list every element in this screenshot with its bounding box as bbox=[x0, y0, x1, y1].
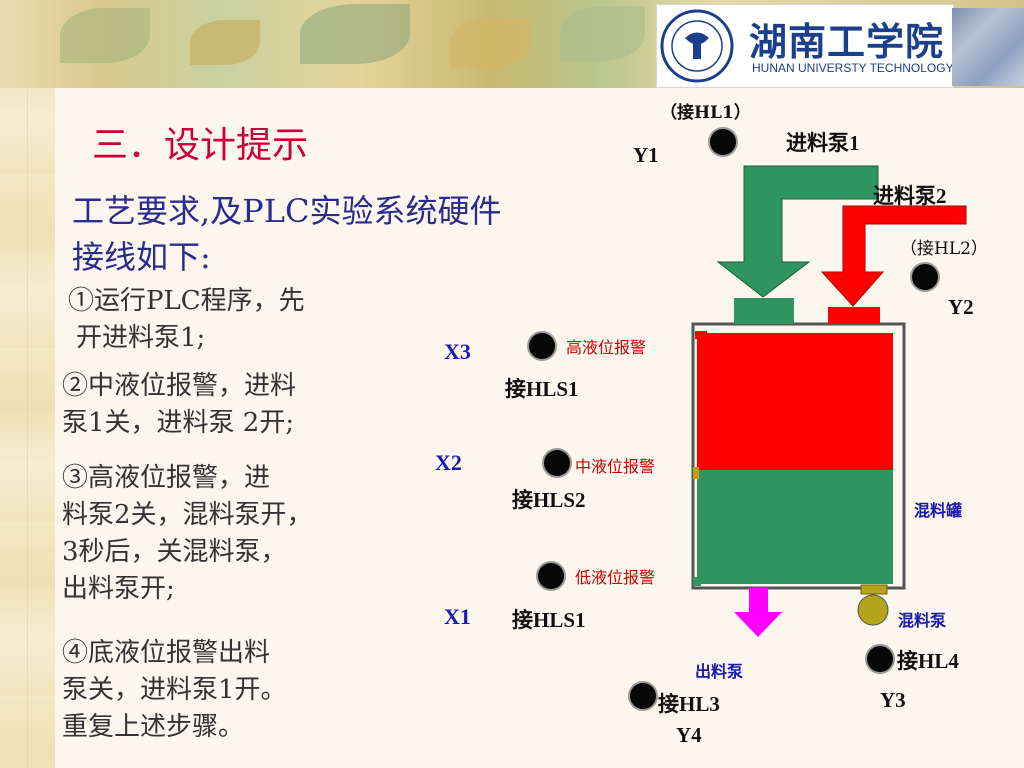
step-3-line: 3秒后，关混料泵， bbox=[62, 537, 287, 567]
hl1-note: （接HL1） bbox=[660, 103, 751, 123]
step-4-line: 泵关，进料泵1开。 bbox=[62, 675, 287, 705]
step-2: ②中液位报警，进料 泵1关，进料泵 2开; bbox=[62, 368, 296, 442]
leaf-decoration bbox=[560, 6, 645, 61]
tank-label: 混料罐 bbox=[914, 501, 963, 520]
hl2-note: （接HL2） bbox=[900, 239, 988, 259]
low-level-tick bbox=[693, 577, 701, 586]
sensor-dot-x1 bbox=[538, 563, 564, 589]
step-2-line: 泵1关，进料泵 2开; bbox=[62, 408, 295, 438]
logo-name-cn: 湖南工学院 bbox=[749, 20, 945, 64]
inlet-stub-1 bbox=[734, 298, 794, 324]
step-4-line: 重复上述步骤。 bbox=[62, 712, 245, 742]
step-3-line: 料泵2关，混料泵开， bbox=[62, 500, 313, 530]
leaf-decoration bbox=[450, 18, 530, 68]
step-1: ①运行PLC程序，先 开进料泵1; bbox=[68, 283, 305, 357]
feed-pipe-2-arrow bbox=[820, 205, 967, 307]
hls2-label: 接HLS2 bbox=[512, 488, 586, 512]
intro-line-1: 工艺要求,及PLC实验系统硬件 bbox=[72, 192, 502, 230]
outlet-arrow bbox=[734, 588, 782, 637]
leaf-decoration bbox=[60, 8, 150, 63]
pump-2-label: 进料泵2 bbox=[873, 184, 947, 208]
mixer-pump-mount bbox=[860, 584, 888, 595]
page-title: 三．设计提示 bbox=[92, 125, 309, 166]
high-level-alarm-label: 高液位报警 bbox=[566, 338, 647, 357]
step-1-line: 开进料泵1; bbox=[76, 323, 206, 353]
x2-label: X2 bbox=[435, 450, 462, 475]
hls1-top-label: 接HLS1 bbox=[505, 377, 579, 401]
pump-1-label: 进料泵1 bbox=[786, 131, 860, 155]
hl3-label: 接HL3 bbox=[658, 692, 720, 716]
left-parchment-strip bbox=[0, 0, 55, 768]
y3-label: Y3 bbox=[880, 688, 906, 712]
indicator-light-hl3 bbox=[630, 683, 656, 709]
x1-label: X1 bbox=[444, 604, 471, 629]
y4-label: Y4 bbox=[676, 723, 702, 747]
indicator-light-y2 bbox=[912, 264, 938, 290]
corner-decoration bbox=[952, 8, 1024, 86]
step-3-line: ③高液位报警，进 bbox=[62, 463, 271, 493]
step-4-line: ④底液位报警出料 bbox=[62, 638, 271, 668]
feed-pipe-1-arrow bbox=[716, 165, 879, 298]
y1-label: Y1 bbox=[633, 143, 659, 167]
y2-label: Y2 bbox=[948, 295, 974, 319]
tank-frame bbox=[691, 322, 906, 590]
x3-label: X3 bbox=[444, 339, 471, 364]
inlet-stub-2 bbox=[828, 307, 880, 324]
low-level-alarm-label: 低液位报警 bbox=[575, 568, 656, 587]
mixer-pump-label: 混料泵 bbox=[898, 611, 947, 630]
indicator-light-hl4 bbox=[867, 646, 893, 672]
logo-name-en: HUNAN UNIVERSTY TECHNOLOGY bbox=[752, 61, 954, 75]
step-2-line: ②中液位报警，进料 bbox=[62, 371, 297, 401]
mixer-pump bbox=[857, 594, 889, 626]
step-1-line: ①运行PLC程序，先 bbox=[68, 286, 305, 316]
leaf-decoration bbox=[300, 4, 410, 64]
leaf-decoration bbox=[190, 20, 260, 65]
outlet-pump-label: 出料泵 bbox=[695, 662, 744, 681]
step-3-line: 出料泵开; bbox=[62, 574, 175, 604]
indicator-light-y1 bbox=[710, 129, 736, 155]
hl4-label: 接HL4 bbox=[897, 649, 959, 673]
mid-level-tick bbox=[693, 467, 699, 479]
tank-green-liquid bbox=[697, 470, 893, 584]
sensor-dot-x2 bbox=[544, 450, 570, 476]
intro-line-2: 接线如下: bbox=[72, 238, 211, 276]
step-3: ③高液位报警，进 料泵2关，混料泵开， 3秒后，关混料泵， 出料泵开; bbox=[62, 460, 313, 608]
hls1-bottom-label: 接HLS1 bbox=[512, 608, 586, 632]
mid-level-alarm-label: 中液位报警 bbox=[575, 457, 656, 476]
sensor-dot-x3 bbox=[529, 333, 555, 359]
step-4: ④底液位报警出料 泵关，进料泵1开。 重复上述步骤。 bbox=[62, 635, 287, 746]
university-logo: 湖南工学院 HUNAN UNIVERSTY TECHNOLOGY bbox=[656, 4, 954, 88]
high-level-tick bbox=[695, 331, 707, 339]
tank-red-liquid bbox=[697, 333, 893, 470]
